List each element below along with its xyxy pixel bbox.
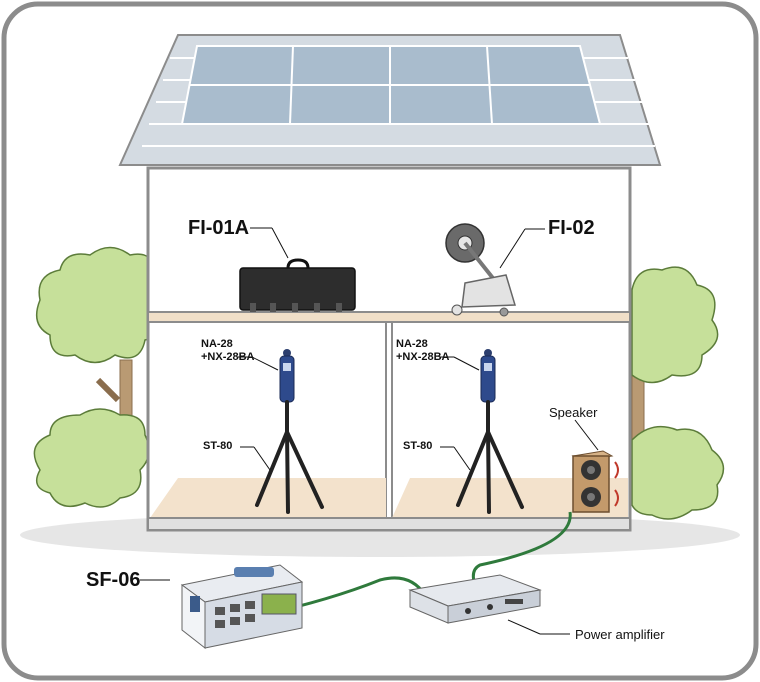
power-amplifier-leader <box>507 619 541 635</box>
foundation <box>147 517 631 531</box>
solar-panel-icon <box>180 45 602 125</box>
fi01a-leader <box>271 227 289 259</box>
speaker-cable <box>471 511 572 586</box>
power-amplifier-icon <box>408 574 542 624</box>
fi02-leader <box>499 228 526 269</box>
right-room-floor <box>392 478 628 518</box>
fi01a-label: FI-01A <box>188 217 250 239</box>
tree-icon <box>631 266 725 520</box>
speaker-leader <box>574 419 599 451</box>
st80-right-label: ST-80 <box>403 440 433 452</box>
st80-left-label: ST-80 <box>203 440 233 452</box>
na28-right-label: NA-28 +NX-28BA <box>396 338 450 363</box>
sound-level-meter-icon <box>480 349 496 403</box>
speaker-label: Speaker <box>549 405 598 420</box>
tapping-machine-icon <box>239 258 356 312</box>
na28-right-leader <box>453 356 480 371</box>
sf06-label: SF-06 <box>86 569 141 591</box>
fi02-label: FI-02 <box>548 217 595 239</box>
st80-right-leader <box>453 446 471 471</box>
na28-left-leader <box>251 356 279 371</box>
speaker-icon <box>571 450 619 513</box>
left-room-floor <box>150 478 386 518</box>
tripod-icon <box>456 400 524 514</box>
upper-floor <box>147 311 631 323</box>
impact-ball-icon <box>445 223 516 317</box>
sound-level-meter-icon <box>279 349 295 403</box>
power-amplifier-label: Power amplifier <box>575 627 665 642</box>
noise-generator-icon <box>180 564 304 650</box>
na28-left-label: NA-28 +NX-28BA <box>201 338 255 363</box>
room-divider <box>385 321 393 519</box>
st80-left-leader <box>253 446 271 471</box>
tripod-icon <box>255 400 324 514</box>
